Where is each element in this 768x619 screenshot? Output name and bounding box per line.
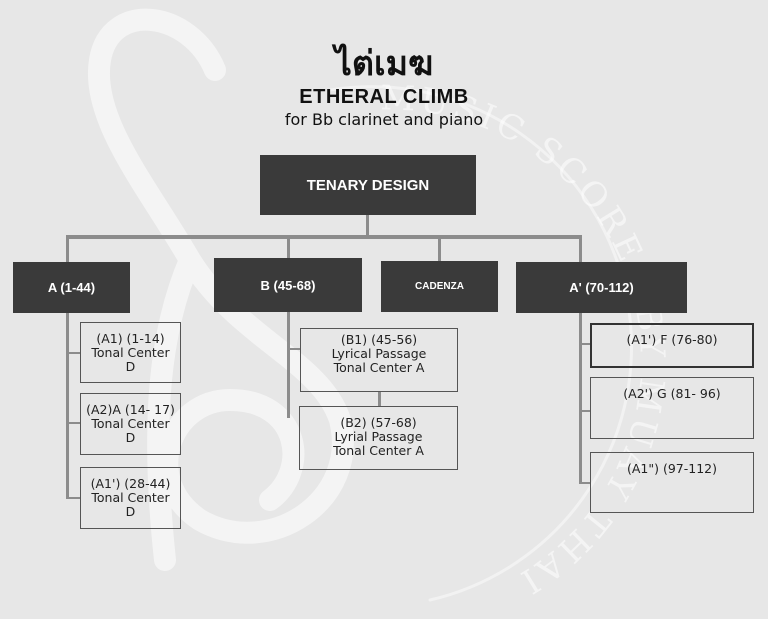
- a-prime-item-2: (A2') G (81- 96): [590, 377, 754, 439]
- section-a-prime-label: A' (70-112): [569, 280, 634, 295]
- a-item-1-line-3: D: [125, 359, 136, 374]
- a-item-2-line-1: (A2)A (14- 17): [86, 402, 175, 417]
- section-a-label: A (1-44): [47, 280, 96, 295]
- connector-to-cadenza: [438, 237, 441, 262]
- a-item-1-line-1: (A1) (1-14): [96, 331, 165, 346]
- section-a-prime-node: A' (70-112): [516, 262, 687, 313]
- page-title: ETHERAL CLIMB: [299, 86, 469, 108]
- a-prime-item-1: (A1') F (76-80): [590, 323, 754, 368]
- connector-a-tick-1: [66, 352, 80, 354]
- connector-a-prime-tick-1: [579, 343, 590, 345]
- section-cadenza-node: CADENZA: [381, 261, 498, 312]
- a-item-3-line-2: Tonal Center: [91, 490, 170, 505]
- treble-clef-icon: [87, 8, 354, 571]
- connector-a-spine: [66, 313, 69, 499]
- connector-a-prime-tick-2: [579, 410, 590, 412]
- b-item-2-line-1: (B2) (57-68): [340, 415, 417, 430]
- connector-b-spine: [287, 312, 290, 418]
- b-item-1-line-1: (B1) (45-56): [340, 332, 418, 347]
- connector-horizontal-bar: [66, 235, 582, 239]
- connector-to-a-prime: [579, 237, 582, 263]
- root-node: TENARY DESIGN: [260, 155, 476, 215]
- a-item-2: (A2)A (14- 17) Tonal Center D: [80, 393, 181, 455]
- connector-b-tick-1: [287, 348, 300, 350]
- connector-to-b: [287, 237, 290, 259]
- a-item-1-line-2: Tonal Center: [91, 345, 170, 360]
- connector-root-down: [366, 215, 369, 237]
- a-prime-item-1-line-1: (A1') F (76-80): [626, 332, 718, 347]
- a-item-2-line-3: D: [125, 430, 136, 445]
- connector-a-tick-2: [66, 422, 80, 424]
- b-item-2: (B2) (57-68) Lyrial Passage Tonal Center…: [299, 406, 458, 470]
- b-item-2-line-3: Tonal Center A: [333, 443, 424, 458]
- b-item-1-line-2: Lyrical Passage: [331, 346, 427, 361]
- a-prime-item-3: (A1") (97-112): [590, 452, 754, 513]
- thai-title: ไต่เมฆ: [334, 44, 434, 84]
- a-item-3-line-1: (A1') (28-44): [90, 476, 171, 491]
- connector-b-link: [378, 392, 381, 406]
- b-item-2-line-2: Lyrial Passage: [334, 429, 423, 444]
- connector-a-prime-tick-3: [579, 482, 590, 484]
- a-item-2-line-2: Tonal Center: [91, 416, 170, 431]
- connector-a-tick-3: [66, 497, 80, 499]
- b-item-1: (B1) (45-56) Lyrical Passage Tonal Cente…: [300, 328, 458, 392]
- section-b-node: B (45-68): [214, 258, 362, 312]
- connector-a-prime-spine: [579, 313, 582, 483]
- a-prime-item-2-line-1: (A2') G (81- 96): [623, 386, 721, 401]
- a-item-3-line-3: D: [125, 504, 136, 519]
- root-node-label: TENARY DESIGN: [306, 176, 430, 194]
- section-b-label: B (45-68): [260, 277, 316, 293]
- b-item-1-line-3: Tonal Center A: [333, 360, 425, 375]
- section-cadenza-label: CADENZA: [415, 281, 464, 292]
- a-item-3: (A1') (28-44) Tonal Center D: [80, 467, 181, 529]
- page-subtitle: for Bb clarinet and piano: [284, 110, 484, 129]
- connector-to-a: [66, 237, 69, 263]
- section-a-node: A (1-44): [13, 262, 130, 313]
- a-prime-item-3-line-1: (A1") (97-112): [626, 461, 717, 476]
- a-item-1: (A1) (1-14) Tonal Center D: [80, 322, 181, 383]
